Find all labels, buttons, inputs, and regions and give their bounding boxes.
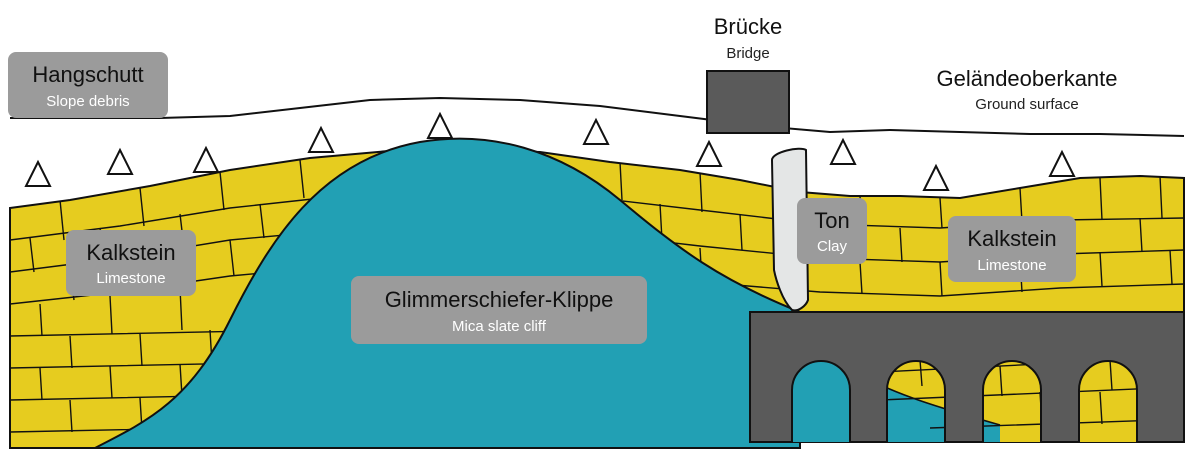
debris-triangle-icon: [922, 163, 950, 191]
label-bruecke-sub: Bridge: [726, 45, 769, 62]
clay-lens: [770, 147, 810, 312]
debris-triangle-icon: [695, 139, 723, 167]
label-kalkstein-left-sub: Limestone: [96, 270, 165, 287]
label-kalkstein-left: Kalkstein Limestone: [66, 230, 196, 296]
debris-triangle-icon: [829, 137, 857, 165]
label-hangschutt-sub: Slope debris: [46, 93, 129, 110]
debris-triangle-icon: [24, 159, 52, 187]
label-klippe-main: Glimmerschiefer-Klippe: [385, 287, 614, 312]
label-hangschutt-main: Hangschutt: [32, 62, 143, 87]
label-kalkstein-right-sub: Limestone: [977, 257, 1046, 274]
limestone-brick-pattern-lower: [10, 287, 301, 433]
bridge-deck: [706, 70, 790, 134]
label-bruecke: Brücke Bridge: [714, 14, 782, 62]
label-klippe-sub: Mica slate cliff: [452, 318, 547, 335]
label-gelaende-sub: Ground surface: [975, 96, 1078, 113]
label-kalkstein-right-main: Kalkstein: [967, 226, 1056, 251]
ground-surface-line: [10, 96, 1185, 137]
label-ton: Ton Clay: [797, 198, 867, 264]
debris-triangle-icon: [192, 145, 220, 173]
debris-triangle-icon: [426, 111, 454, 139]
slope-debris-triangles: [24, 111, 1076, 191]
debris-triangle-icon: [582, 117, 610, 145]
label-hangschutt: Hangschutt Slope debris: [8, 52, 168, 118]
label-klippe: Glimmerschiefer-Klippe Mica slate cliff: [351, 276, 647, 344]
label-bruecke-main: Brücke: [714, 14, 782, 39]
label-gelaende: Geländeoberkante Ground surface: [936, 66, 1117, 113]
debris-triangle-icon: [106, 147, 134, 175]
label-ton-sub: Clay: [817, 238, 848, 255]
debris-triangle-icon: [1048, 149, 1076, 177]
label-kalkstein-left-main: Kalkstein: [86, 240, 175, 265]
label-ton-main: Ton: [814, 208, 849, 233]
debris-triangle-icon: [307, 125, 335, 153]
label-kalkstein-right: Kalkstein Limestone: [948, 216, 1076, 282]
viaduct-structure: [749, 311, 1185, 443]
label-gelaende-main: Geländeoberkante: [936, 66, 1117, 91]
